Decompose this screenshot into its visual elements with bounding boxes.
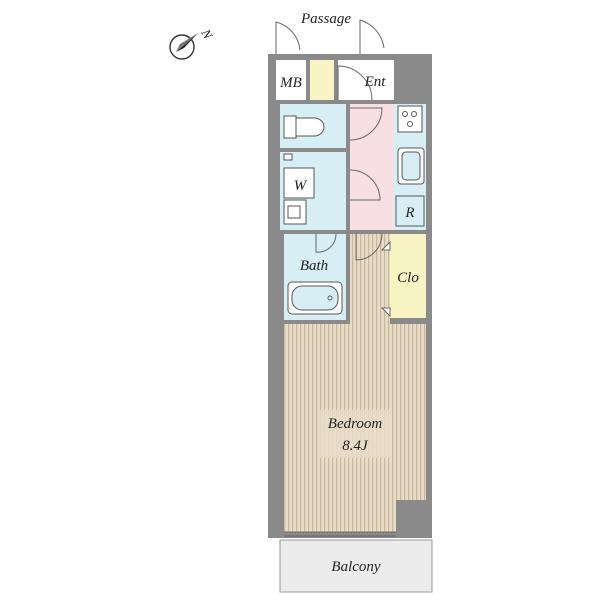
balcony-window: [284, 531, 396, 537]
door-swings-passage: [275, 19, 385, 101]
passage-label: Passage: [300, 11, 351, 27]
door-swings-interior: [315, 107, 383, 261]
north-arrow-icon: N: [169, 26, 216, 60]
bedroom-floor-lower: [284, 504, 396, 532]
bath-label: Bath: [300, 258, 328, 274]
wall-column: [396, 500, 432, 538]
meter-box-inner: [310, 60, 334, 100]
vent-icon: [283, 153, 293, 161]
toilet-icon: [283, 115, 325, 139]
entrance-label: Ent: [364, 74, 387, 90]
compass-label: N: [198, 26, 216, 43]
refrigerator-space: [395, 195, 425, 227]
bedroom-label-backing: [320, 410, 390, 458]
stove-icon: [397, 105, 423, 133]
balcony-label: Balcony: [331, 559, 380, 575]
closet-label: Clo: [397, 270, 419, 286]
corridor: [350, 104, 394, 230]
meter-box: [276, 60, 306, 100]
washroom-label: W: [294, 178, 308, 194]
balcony-area: [279, 539, 433, 593]
washer-space-icon: [283, 167, 315, 199]
meter-box-label: MB: [279, 75, 302, 91]
sink-icon: [397, 147, 425, 185]
basin-icon: [283, 199, 307, 225]
refrigerator-label: R: [404, 205, 414, 221]
bathtub-icon: [287, 281, 343, 315]
bedroom-label: Bedroom: [328, 416, 383, 432]
closet: [390, 234, 426, 318]
bedroom-size-label: 8.4J: [342, 438, 369, 454]
closet-door-marks: [380, 240, 391, 318]
